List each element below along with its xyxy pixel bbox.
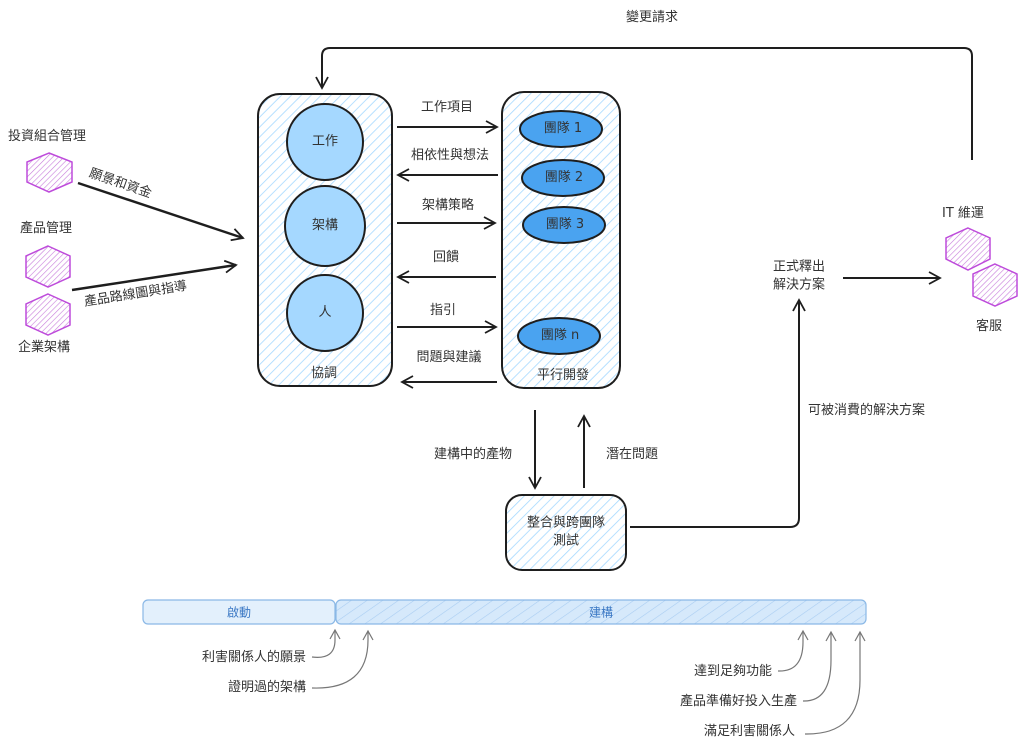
issues-suggestions-label: 問題與建議 bbox=[416, 350, 482, 365]
change-request-label: 變更請求 bbox=[625, 10, 679, 25]
hex-support bbox=[972, 263, 1018, 307]
arrow-consumable-solution bbox=[630, 298, 806, 528]
arch-strategy-label: 架構策略 bbox=[421, 198, 475, 213]
guidance-label: 指引 bbox=[429, 303, 457, 318]
arrow-vision-funding bbox=[77, 181, 245, 242]
milestone-sufficient-functionality: 達到足夠功能 bbox=[693, 664, 772, 679]
feedback-label: 回饋 bbox=[432, 250, 460, 265]
team-2-ellipse bbox=[521, 159, 605, 197]
team-1-label: 團隊 1 bbox=[543, 121, 583, 137]
milestone-stakeholders-delighted: 滿足利害關係人 bbox=[703, 724, 795, 739]
enterprise-architecture-label: 企業架構 bbox=[18, 340, 71, 355]
circle-people-label: 人 bbox=[318, 305, 332, 321]
hex-enterprise-arch bbox=[25, 293, 71, 336]
artifacts-label: 建構中的產物 bbox=[434, 447, 513, 462]
milestone-arrow-stakeholders bbox=[804, 630, 866, 735]
change-request-arrow bbox=[315, 47, 973, 160]
circle-architecture-label: 架構 bbox=[311, 218, 339, 234]
product-management-label: 產品管理 bbox=[20, 221, 73, 236]
arrow-roadmap bbox=[71, 259, 238, 292]
it-ops-label: IT 維運 bbox=[942, 206, 984, 221]
milestone-arrow-functionality bbox=[777, 629, 809, 672]
integration-box bbox=[505, 494, 627, 571]
phase-construction-bar bbox=[335, 599, 867, 625]
phase-construction-label: 建構 bbox=[588, 605, 614, 620]
dependencies-ideas-label: 相依性與想法 bbox=[410, 148, 490, 163]
circle-work-label: 工作 bbox=[311, 134, 339, 150]
support-label: 客服 bbox=[976, 319, 1003, 334]
milestone-arrow-vision bbox=[311, 628, 341, 658]
team-3-ellipse bbox=[522, 206, 606, 244]
milestone-production-ready: 產品準備好投入生產 bbox=[679, 694, 797, 709]
team-3-label: 團隊 3 bbox=[545, 217, 585, 233]
hex-it-ops bbox=[945, 227, 991, 271]
phase-inception-bar bbox=[142, 599, 336, 625]
milestone-arrow-architecture bbox=[311, 629, 374, 689]
circle-architecture bbox=[284, 185, 366, 267]
portfolio-management-label: 投資組合管理 bbox=[8, 129, 87, 144]
milestone-stakeholder-vision: 利害關係人的願景 bbox=[201, 650, 306, 665]
hex-product bbox=[25, 245, 71, 288]
release-label: 正式釋出 解決方案 bbox=[772, 259, 826, 292]
potential-issues-label: 潛在問題 bbox=[606, 447, 659, 462]
hex-portfolio bbox=[26, 152, 73, 193]
coordination-label: 協調 bbox=[310, 366, 338, 382]
team-n-label: 團隊 n bbox=[540, 328, 580, 344]
consumable-solution-label: 可被消費的解決方案 bbox=[808, 403, 926, 418]
circle-people bbox=[286, 274, 364, 352]
milestone-proven-architecture: 證明過的架構 bbox=[227, 680, 306, 695]
team-n-ellipse bbox=[517, 317, 601, 355]
parallel-dev-label: 平行開發 bbox=[536, 368, 590, 384]
work-items-label: 工作項目 bbox=[420, 100, 474, 115]
integration-label: 整合與跨團隊 測試 bbox=[526, 515, 606, 548]
team-1-ellipse bbox=[519, 110, 603, 148]
team-2-label: 團隊 2 bbox=[544, 170, 584, 186]
milestone-arrow-production-ready bbox=[802, 630, 837, 702]
phase-inception-label: 啟動 bbox=[226, 605, 252, 620]
circle-work bbox=[286, 103, 364, 181]
